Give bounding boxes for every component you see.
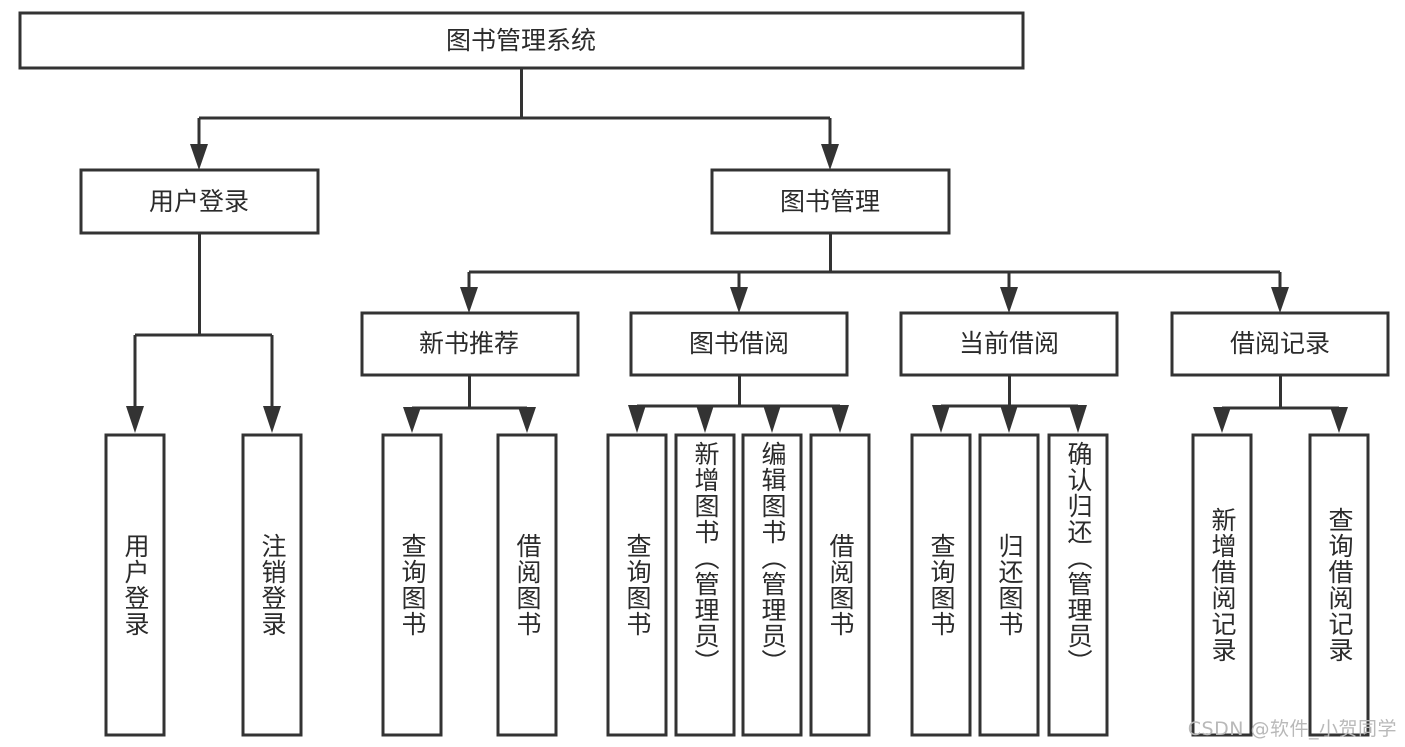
leaf-box-user-login-2[interactable]	[241, 433, 303, 737]
node-new-book-recommend-box[interactable]	[360, 311, 580, 377]
node-borrow-record-label: 借阅记录	[1230, 329, 1330, 358]
arrow-head-leaf-user-login-2	[263, 406, 281, 433]
node-current-borrow-box[interactable]	[899, 311, 1119, 377]
watermark: CSDN @软件_小贺同学	[1187, 718, 1397, 740]
arrow-head-leaf-bb-1	[628, 405, 646, 433]
connector-group-current-borrow	[932, 375, 1087, 433]
connector-group-root	[190, 68, 839, 170]
leaf-box-bb-2[interactable]	[674, 433, 736, 737]
leaf-box-br-1[interactable]	[1191, 433, 1253, 737]
leaf-box-bb-1[interactable]	[606, 433, 668, 737]
leaf-box-user-login-1[interactable]	[104, 433, 166, 737]
node-book-management-label: 图书管理	[780, 187, 880, 216]
leaf-box-nbr-1[interactable]	[381, 433, 443, 737]
node-root-label: 图书管理系统	[446, 26, 596, 55]
arrow-head-leaf-cb-3	[1069, 405, 1087, 433]
node-current-borrow-label: 当前借阅	[959, 329, 1059, 358]
node-user-login[interactable]: 用户登录	[79, 168, 320, 235]
arrow-head-leaf-user-login-1	[126, 406, 144, 433]
arrow-head-leaf-bb-3	[763, 405, 781, 433]
connector-group-new-book-recommend	[403, 375, 536, 433]
leaf-box-bb-3[interactable]	[741, 433, 803, 737]
leaf-box-cb-3[interactable]	[1047, 433, 1109, 737]
arrow-head-leaf-nbr-2	[518, 407, 536, 433]
node-root-box[interactable]	[18, 11, 1025, 70]
arrow-head-leaf-nbr-1	[403, 407, 421, 433]
arrow-head-leaf-cb-2	[1000, 405, 1018, 433]
arrow-head-borrow-record	[1271, 287, 1289, 313]
leaf-box-bb-4[interactable]	[809, 433, 871, 737]
node-new-book-recommend-label: 新书推荐	[419, 329, 519, 358]
arrow-head-new-book-recommend	[460, 287, 478, 313]
arrow-head-current-borrow	[1000, 287, 1018, 313]
leaf-box-br-2[interactable]	[1308, 433, 1370, 737]
arrow-head-leaf-br-2	[1330, 407, 1348, 433]
node-root[interactable]: 图书管理系统	[18, 11, 1025, 70]
node-book-management[interactable]: 图书管理	[710, 168, 951, 235]
node-user-login-label: 用户登录	[149, 187, 249, 216]
node-book-management-box[interactable]	[710, 168, 951, 235]
arrow-head-book-borrow	[730, 287, 748, 313]
node-book-borrow[interactable]: 图书借阅	[629, 311, 849, 377]
arrow-head-leaf-bb-2	[696, 405, 714, 433]
node-book-borrow-label: 图书借阅	[689, 329, 789, 358]
arrow-head-leaf-br-1	[1213, 407, 1231, 433]
connector-group-book-mgmt	[460, 233, 1289, 313]
arrow-head-leaf-bb-4	[831, 405, 849, 433]
node-user-login-box[interactable]	[79, 168, 320, 235]
connector-group-user-login	[126, 233, 281, 433]
node-borrow-record[interactable]: 借阅记录	[1170, 311, 1390, 377]
node-book-borrow-box[interactable]	[629, 311, 849, 377]
arrow-head-user-login	[190, 144, 208, 170]
connector-group-book-borrow	[628, 375, 849, 433]
leaf-box-nbr-2[interactable]	[496, 433, 558, 737]
leaf-box-cb-1[interactable]	[910, 433, 972, 737]
arrow-head-leaf-cb-1	[932, 405, 950, 433]
node-new-book-recommend[interactable]: 新书推荐	[360, 311, 580, 377]
node-borrow-record-box[interactable]	[1170, 311, 1390, 377]
leaf-box-cb-2[interactable]	[978, 433, 1040, 737]
node-current-borrow[interactable]: 当前借阅	[899, 311, 1119, 377]
connector-group-borrow-record	[1213, 375, 1348, 433]
arrow-head-book-mgmt	[821, 144, 839, 170]
